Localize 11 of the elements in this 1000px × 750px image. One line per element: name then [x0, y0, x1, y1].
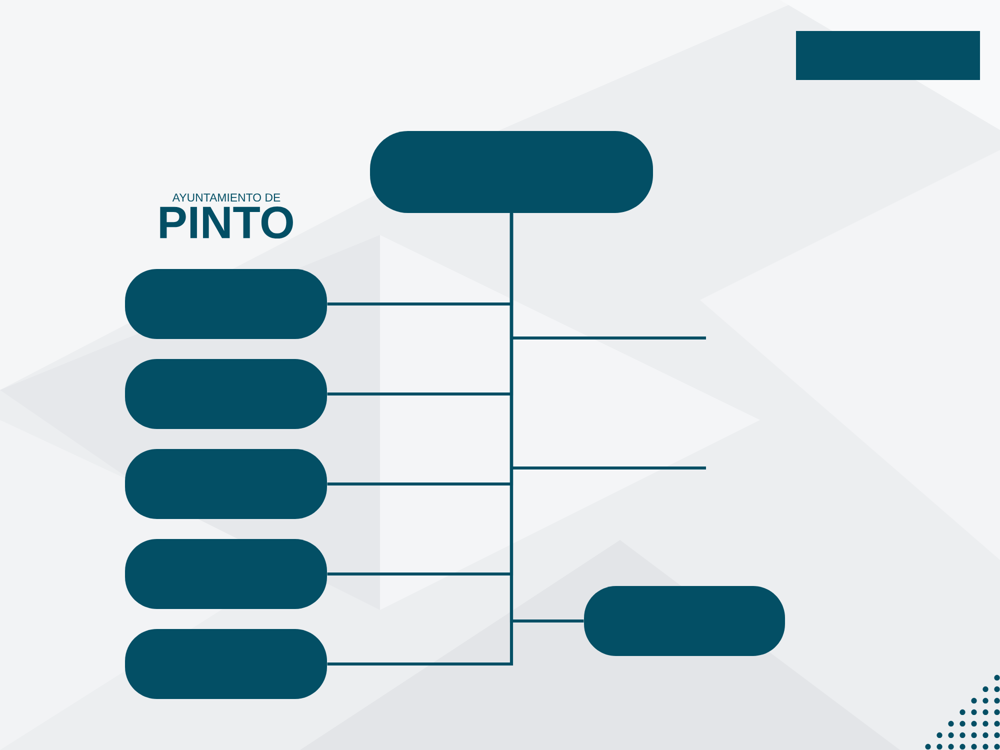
org-chart-box: [370, 131, 653, 213]
connector-line: [327, 213, 514, 666]
org-chart-box: [125, 629, 327, 699]
organization-name: AYUNTAMIENTO DE: [172, 193, 280, 202]
org-chart-box: [125, 539, 327, 609]
org-chart-box: [125, 449, 327, 519]
banner-box: [796, 31, 980, 80]
organization-name: PINTO: [160, 206, 293, 239]
org-chart-box: [125, 269, 327, 339]
org-chart-box: [584, 586, 785, 656]
org-chart-box: [125, 359, 327, 429]
